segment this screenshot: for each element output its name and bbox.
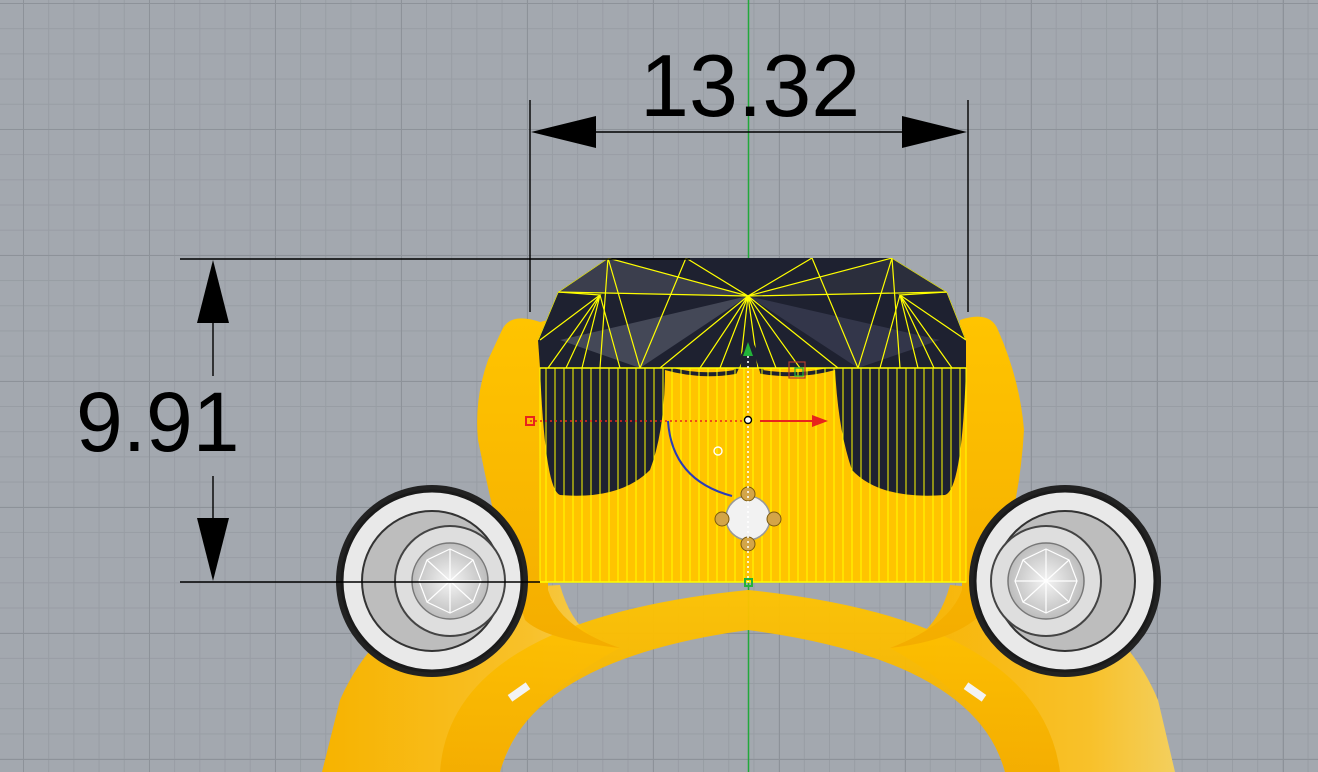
- prong-tip-left: [507, 682, 531, 702]
- gem-facet-wireframe: [538, 258, 966, 368]
- dimension-height[interactable]: [180, 258, 690, 583]
- prong-tip-right: [963, 682, 987, 702]
- side-bezel-right[interactable]: [969, 485, 1161, 677]
- dimension-width[interactable]: [529, 100, 969, 312]
- side-bezel-left[interactable]: [336, 485, 528, 677]
- dimension-width-label[interactable]: 13.32: [640, 36, 861, 135]
- rotate-arc[interactable]: [667, 420, 733, 497]
- gumball-gizmo-icon[interactable]: [525, 342, 828, 587]
- scale-y-handle[interactable]: [744, 578, 753, 587]
- dimension-height-label[interactable]: 9.91: [76, 375, 240, 469]
- move-y-arrow[interactable]: [743, 342, 753, 356]
- pivot-point-icon[interactable]: [743, 415, 753, 425]
- scale-handle-icon[interactable]: [525, 416, 535, 426]
